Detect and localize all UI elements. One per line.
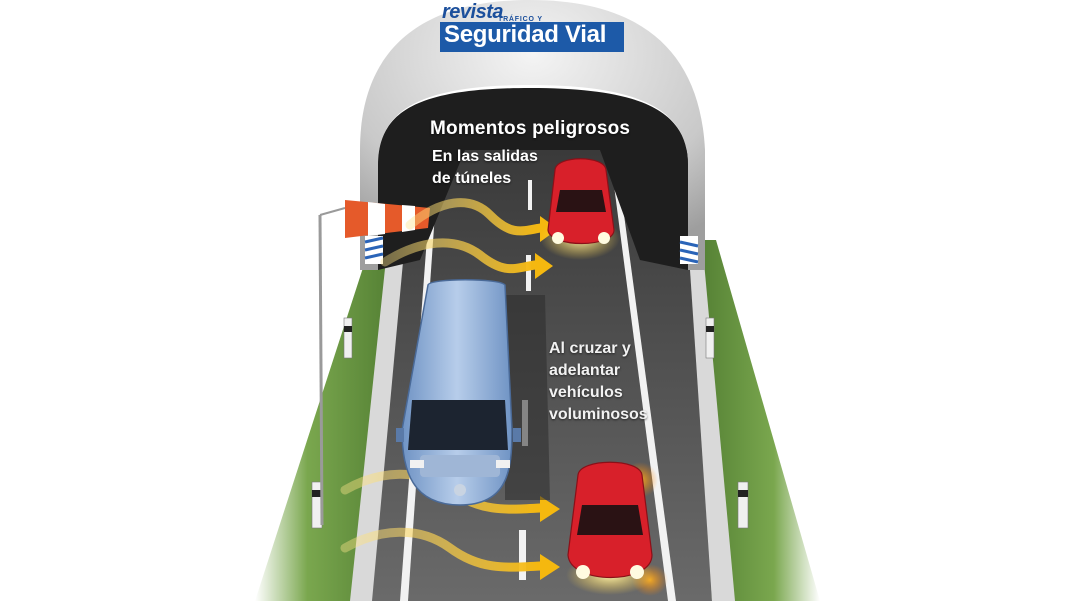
tunnel-caption-line: En las salidas xyxy=(432,148,538,165)
overtake-caption-line: adelantar xyxy=(549,362,621,379)
overtake-caption-line: voluminosos xyxy=(549,406,648,423)
tunnel-markers xyxy=(364,236,699,264)
logo-trafico: TRÁFICO Y xyxy=(498,16,543,23)
van xyxy=(396,279,521,506)
tunnel-caption-line: de túneles xyxy=(432,170,512,187)
overtake-caption: Al cruzar y adelantar vehículos volumino… xyxy=(549,338,648,426)
overtake-caption-line: vehículos xyxy=(549,384,623,401)
logo-revista: revista xyxy=(442,1,504,23)
roadside-posts xyxy=(311,317,749,529)
road-edge-left xyxy=(350,240,405,601)
lane-line-right xyxy=(612,170,676,601)
tunnel-interior xyxy=(378,88,688,270)
car-tunnel xyxy=(540,158,620,260)
tunnel-portal xyxy=(360,0,705,270)
logo-background xyxy=(440,22,624,52)
car-overtaking xyxy=(566,461,668,596)
logo: revista TRÁFICO Y Seguridad Vial xyxy=(440,1,624,54)
road-edge-right xyxy=(688,240,735,601)
overtake-caption-line: Al cruzar y xyxy=(549,340,631,357)
windsock xyxy=(318,200,430,526)
van-shadow xyxy=(505,295,550,500)
heading: Momentos peligrosos xyxy=(430,118,631,139)
tunnel-caption: En las salidas de túneles xyxy=(432,146,538,190)
logo-seguridad-vial: Seguridad Vial xyxy=(444,21,607,48)
